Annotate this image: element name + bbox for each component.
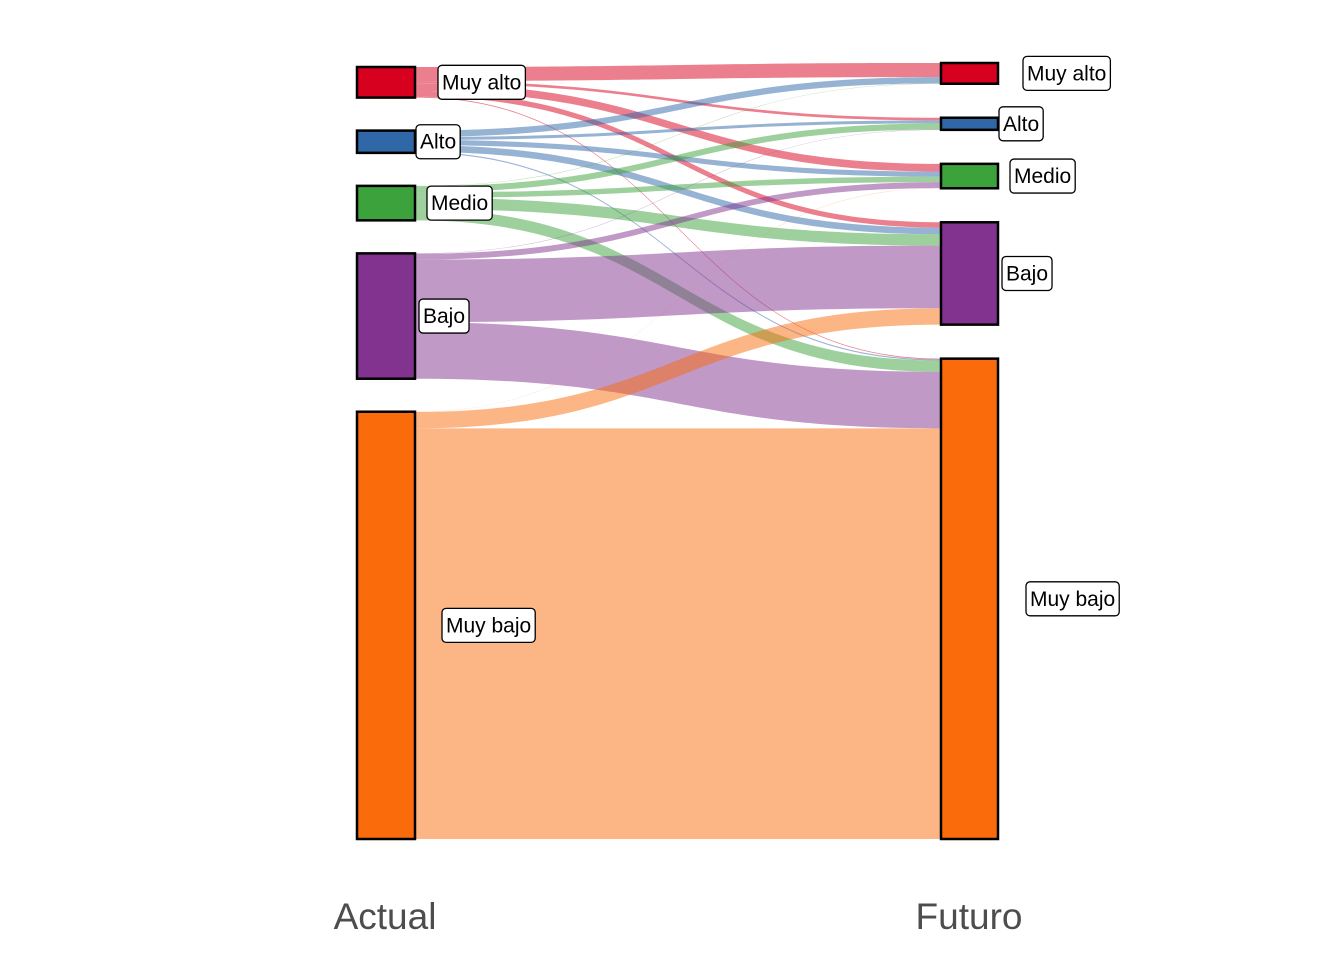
flow-medio-to-alto <box>415 123 941 193</box>
node-label-actual-medio: Medio <box>426 185 493 221</box>
node-futuro-bajo <box>939 221 1000 326</box>
flow-muy-alto-to-alto <box>415 81 941 121</box>
node-label-text-actual-medio: Medio <box>431 192 488 215</box>
node-label-text-futuro-muy-alto: Muy alto <box>1027 62 1106 85</box>
node-futuro-alto <box>939 116 1000 132</box>
node-label-actual-muy-alto: Muy alto <box>437 64 527 100</box>
node-futuro-muy-bajo <box>939 357 1000 841</box>
node-label-text-actual-muy-alto: Muy alto <box>442 71 521 94</box>
node-label-box-actual-muy-alto <box>437 64 527 100</box>
node-actual-alto <box>355 129 417 155</box>
flow-muy-bajo-to-medio <box>415 188 941 412</box>
flow-bajo-to-bajo <box>415 245 941 323</box>
node-label-text-actual-bajo: Bajo <box>423 305 465 328</box>
axis-label-actual: Actual <box>334 896 437 937</box>
flow-bajo-to-medio <box>415 182 941 260</box>
node-label-text-futuro-medio: Medio <box>1014 165 1071 188</box>
node-label-futuro-bajo: Bajo <box>1001 255 1053 292</box>
node-label-box-actual-muy-bajo <box>441 607 536 644</box>
node-label-text-actual-alto: Alto <box>420 131 456 154</box>
node-label-box-futuro-muy-bajo <box>1025 581 1120 617</box>
node-actual-muy-bajo <box>355 410 417 841</box>
node-label-box-futuro-medio <box>1009 158 1076 194</box>
node-actual-muy-alto <box>355 65 417 99</box>
node-futuro-medio <box>939 162 1000 190</box>
flow-medio-to-muy-alto <box>415 83 941 187</box>
node-label-text-futuro-alto: Alto <box>1003 113 1039 136</box>
node-label-text-futuro-muy-bajo: Muy bajo <box>1030 588 1115 611</box>
node-label-actual-bajo: Bajo <box>418 298 470 334</box>
node-label-box-futuro-muy-alto <box>1022 55 1112 92</box>
axis-label-futuro: Futuro <box>916 896 1023 937</box>
flow-bajo-to-alto <box>415 129 941 254</box>
node-actual-bajo <box>355 252 417 380</box>
nodes-layer <box>355 61 1000 841</box>
flow-alto-to-alto <box>415 120 941 140</box>
node-actual-medio <box>355 184 417 222</box>
flow-muy-alto-to-medio <box>415 83 941 172</box>
node-label-futuro-muy-alto: Muy alto <box>1022 55 1112 92</box>
node-label-actual-muy-bajo: Muy bajo <box>441 607 536 644</box>
flow-medio-to-medio <box>415 176 941 198</box>
node-label-futuro-alto: Alto <box>998 106 1044 142</box>
flow-alto-to-muy-alto <box>415 77 941 137</box>
axis-layer: Actual Futuro <box>334 896 1023 937</box>
node-futuro-muy-alto <box>939 61 1000 85</box>
flow-muy-alto-to-muy-alto <box>415 63 941 82</box>
node-label-box-futuro-bajo <box>1001 255 1053 292</box>
flow-muy-bajo-to-bajo <box>415 308 941 429</box>
flow-muy-bajo-to-muy-bajo <box>415 428 941 839</box>
node-label-futuro-medio: Medio <box>1009 158 1076 194</box>
flows-layer <box>415 63 941 839</box>
node-label-futuro-muy-bajo: Muy bajo <box>1025 581 1120 617</box>
flow-muy-alto-to-muy-bajo <box>415 96 941 360</box>
node-label-text-actual-muy-bajo: Muy bajo <box>446 614 531 637</box>
node-label-actual-alto: Alto <box>415 124 461 160</box>
node-label-box-futuro-alto <box>998 106 1044 142</box>
node-label-text-futuro-bajo: Bajo <box>1006 262 1048 285</box>
node-label-box-actual-alto <box>415 124 461 160</box>
node-label-box-actual-medio <box>426 185 493 221</box>
node-label-box-actual-bajo <box>418 298 470 334</box>
